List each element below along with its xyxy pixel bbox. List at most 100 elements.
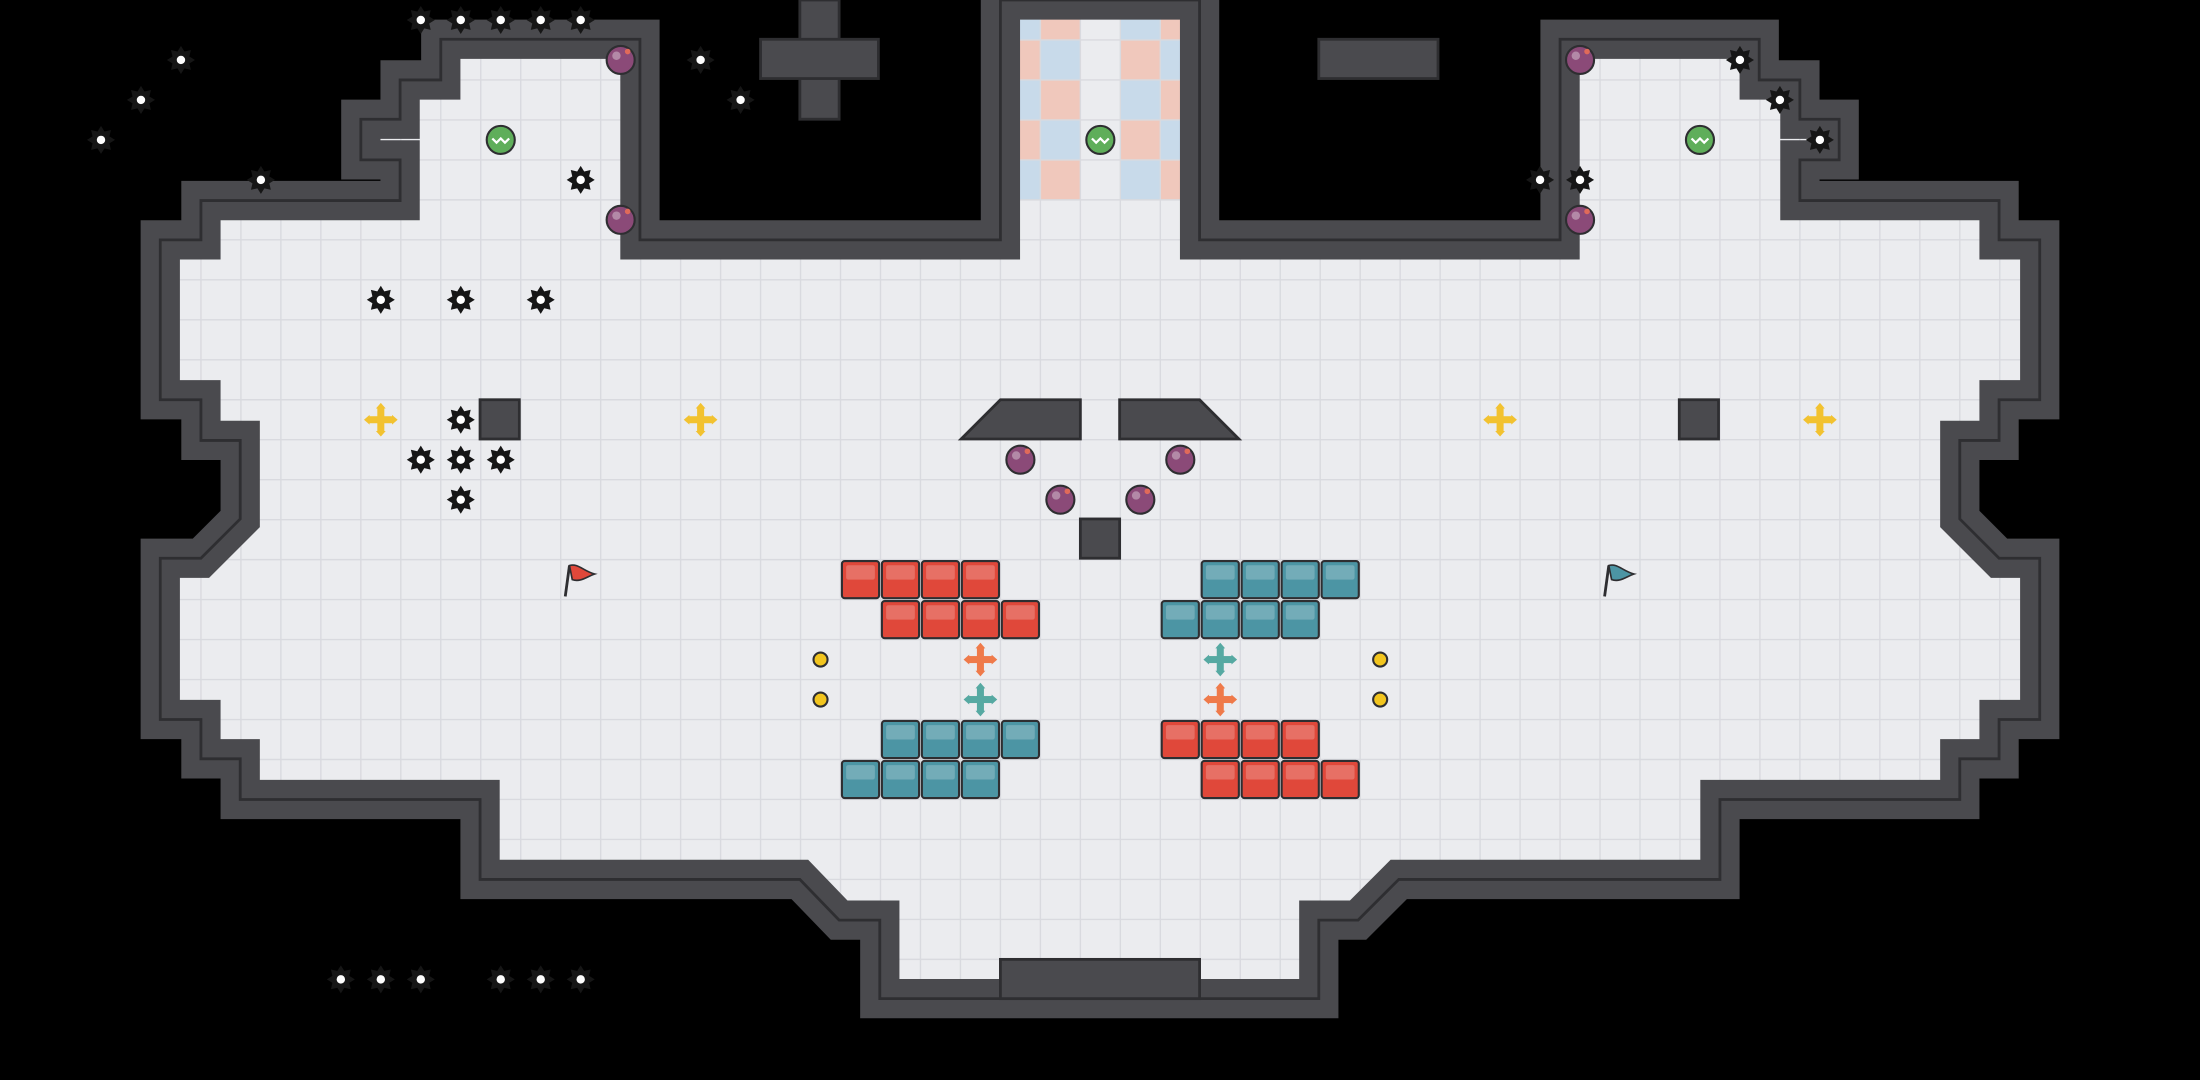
red-gate-block-shine <box>1245 765 1275 780</box>
wall-block <box>1317 37 1440 80</box>
bomb-icon <box>1564 204 1596 235</box>
spike-icon <box>446 405 475 434</box>
wall-block <box>1078 517 1122 560</box>
wall-ramp-left <box>957 398 1082 441</box>
red-gate-block <box>880 599 921 640</box>
red-gate-block <box>920 599 961 640</box>
boost-dot-icon <box>1372 691 1389 708</box>
red-gate-block-shine <box>1165 725 1195 740</box>
team-zone-tile <box>1040 39 1081 80</box>
red-gate-block <box>1240 719 1280 760</box>
boost-dot-icon <box>812 691 829 708</box>
red-gate-block-shine <box>1285 765 1315 780</box>
team-zone-tile <box>1040 79 1081 120</box>
bomb-icon <box>1125 484 1156 515</box>
red-gate-block-shine <box>1325 765 1355 780</box>
spike-icon <box>1765 85 1794 114</box>
red-gate-block <box>1280 759 1320 800</box>
blue-gate-block-shine <box>886 725 915 740</box>
outer-wall-edge <box>158 0 2042 1001</box>
red-gate-block-shine <box>846 565 875 580</box>
red-gate-block-shine <box>1205 725 1235 740</box>
blue-gate-block <box>920 719 961 760</box>
spike-icon <box>1805 125 1834 154</box>
item-layer <box>86 5 1837 994</box>
spike-icon <box>446 445 475 474</box>
spike-icon <box>526 965 555 994</box>
blue-gate-block <box>960 759 1001 800</box>
red-gate-block <box>1200 759 1240 800</box>
red-gate-block <box>1280 719 1320 760</box>
wall-layer <box>140 0 2060 1019</box>
team-zone-tile <box>1120 39 1161 80</box>
team-zone-tile <box>1040 119 1081 160</box>
red-gate-block <box>960 559 1001 600</box>
blue-gate-block <box>1280 559 1320 600</box>
blue-gate-block <box>840 759 881 800</box>
blue-gate-block <box>880 759 921 800</box>
spike-icon <box>526 285 555 314</box>
spike-icon <box>406 445 435 474</box>
team-zone-tile <box>1040 159 1081 200</box>
speed-boost-icon <box>1684 124 1716 155</box>
red-gate-block-shine <box>886 565 915 580</box>
spike-icon <box>1725 45 1754 74</box>
teal-powerup-icon <box>963 682 998 717</box>
blue-gate-block-shine <box>1285 565 1315 580</box>
red-gate-block-shine <box>926 605 955 620</box>
spike-icon <box>486 445 515 474</box>
orange-powerup-icon <box>1203 682 1238 717</box>
teal-powerup-icon <box>1203 642 1238 677</box>
wall-ramp-right <box>1118 398 1243 441</box>
blue-gate-block-shine <box>966 765 995 780</box>
blue-gate-block <box>1200 599 1240 640</box>
wall-block <box>1677 398 1720 441</box>
gate-block-layer <box>840 559 1360 800</box>
blue-gate-block-shine <box>1205 605 1235 620</box>
orange-powerup-icon <box>963 642 998 677</box>
boost-dot-icon <box>812 651 829 668</box>
red-gate-block <box>1200 719 1240 760</box>
spike-icon <box>446 485 475 514</box>
spike-icon <box>406 965 435 994</box>
spike-icon <box>326 965 355 994</box>
spike-icon <box>526 5 555 35</box>
red-gate-block-shine <box>886 605 915 620</box>
yellow-powerup-icon <box>1803 402 1837 437</box>
spike-icon <box>566 165 595 194</box>
blue-gate-block <box>1240 559 1280 600</box>
blue-gate-block-shine <box>846 765 875 780</box>
blue-gate-block-shine <box>886 765 915 780</box>
red-gate-block <box>880 559 921 600</box>
blue-gate-block <box>1000 719 1041 760</box>
blue-gate-block <box>1200 559 1240 600</box>
spike-icon <box>166 45 195 74</box>
red-gate-block <box>1160 719 1200 760</box>
bomb-icon <box>1005 444 1036 475</box>
spike-icon <box>486 965 515 994</box>
blue-gate-block <box>1320 559 1360 600</box>
blue-gate-block <box>1160 599 1200 640</box>
wall-block <box>759 37 880 80</box>
bomb-icon <box>605 204 636 235</box>
red-gate-block-shine <box>1285 725 1315 740</box>
red-gate-block <box>1240 759 1280 800</box>
team-zone-tile <box>1120 159 1161 200</box>
spike-icon <box>486 5 515 35</box>
speed-boost-icon <box>1085 124 1116 155</box>
blue-gate-block <box>920 759 961 800</box>
team-zone-tile <box>1120 79 1161 120</box>
red-gate-block-shine <box>966 565 995 580</box>
bomb-icon <box>1564 44 1596 76</box>
blue-gate-block <box>1280 599 1320 640</box>
blue-gate-block-shine <box>1165 605 1195 620</box>
blue-gate-block-shine <box>1285 605 1315 620</box>
blue-gate-block-shine <box>1006 725 1035 740</box>
blue-flag-icon <box>1603 564 1638 597</box>
spike-icon <box>686 45 715 74</box>
spike-icon <box>566 965 595 994</box>
blue-gate-block-shine <box>1245 565 1275 580</box>
spike-icon <box>566 5 595 35</box>
blue-gate-block-shine <box>926 765 955 780</box>
boost-dot-icon <box>1372 651 1389 668</box>
